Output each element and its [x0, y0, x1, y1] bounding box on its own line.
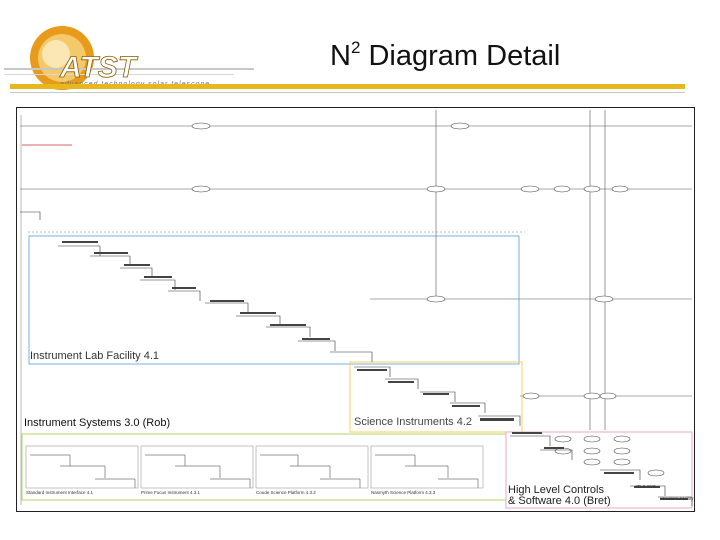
itls-sys-label: ITLS SYS	[636, 484, 656, 489]
science-instruments-label: Science Instruments 4.2	[354, 416, 473, 428]
logo-text: ATST	[59, 51, 139, 84]
panel-caption-1: Standard Instrument Interface 4.1	[26, 490, 94, 495]
high-level-controls-label: High Level Controls& Software 4.0 (Bret)	[508, 484, 611, 507]
n2-diagram-frame	[16, 107, 695, 512]
panel-caption-4: Nasmyth Science Platform 4.3.3	[371, 490, 436, 495]
title-underline-thin	[10, 92, 685, 93]
page-title: N2 Diagram Detail	[330, 38, 561, 72]
panel-caption-3: Coude Science Platform 4.3.2	[256, 490, 316, 495]
panel-caption-2: Prime Focus Instrument 4.3.1	[141, 490, 201, 495]
title-superscript: 2	[350, 38, 361, 57]
instrument-lab-label: Instrument Lab Facility 4.1	[30, 350, 160, 362]
structure-facility-label: Structure Facility	[660, 496, 694, 501]
instrument-systems-label: Instrument Systems 3.0 (Rob)	[24, 417, 171, 429]
title-underline-gold	[10, 84, 685, 89]
